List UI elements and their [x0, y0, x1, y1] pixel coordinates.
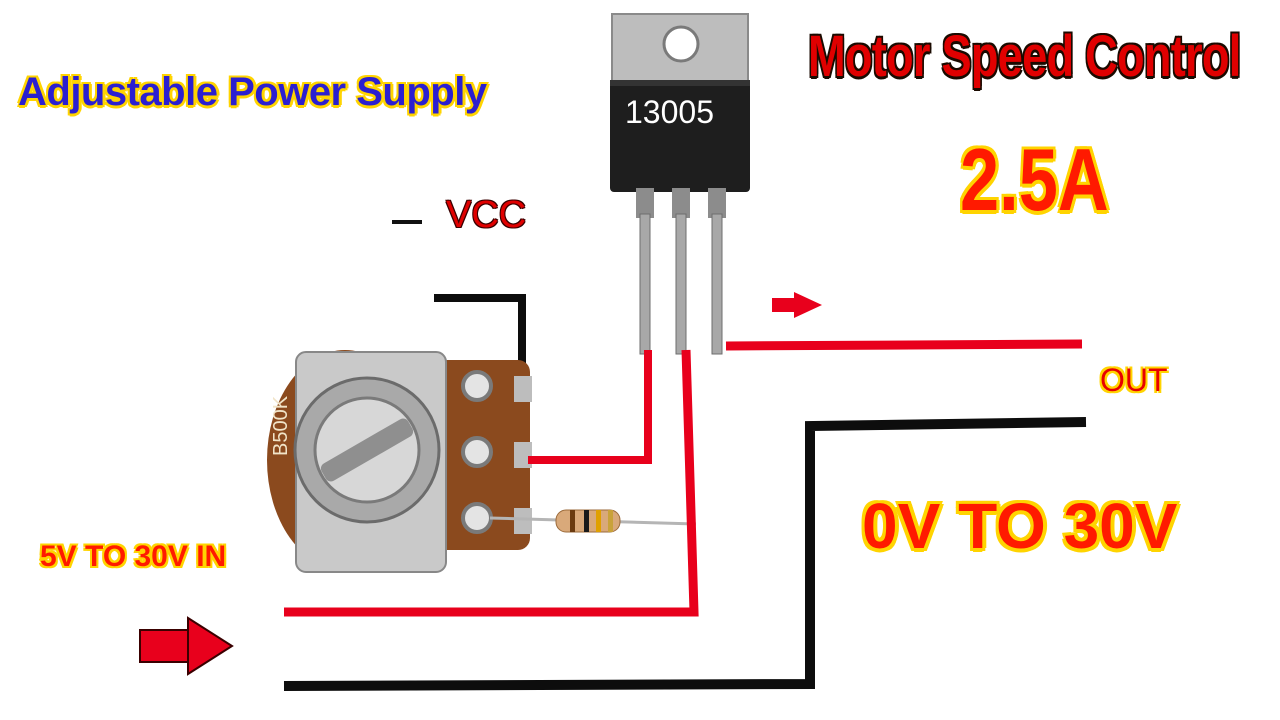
current-rating-label: 2.5A [960, 130, 1109, 229]
input-arrow-icon [139, 616, 234, 676]
title-motor-speed-control: Motor Speed Control [808, 24, 1241, 89]
black-wire-ground [283, 417, 1087, 691]
title-adjustable-power-supply: Adjustable Power Supply [18, 70, 487, 114]
pot-terminal-3 [461, 502, 493, 534]
resistor [489, 509, 697, 533]
transistor-part-number: 13005 [625, 94, 714, 130]
black-wire-vcc [434, 294, 526, 382]
transistor-pin-1 [636, 188, 654, 218]
transistor-13005 [610, 13, 750, 355]
transistor-pin-3 [708, 188, 726, 218]
transistor-mount-hole [662, 25, 700, 63]
transistor-pin-2 [672, 188, 690, 218]
pot-terminal-2 [461, 436, 493, 468]
output-arrow-icon [772, 292, 822, 318]
red-wire-collector-to-input [284, 349, 699, 617]
vcc-label: VCC [446, 194, 527, 236]
out-label: OUT [1100, 362, 1168, 398]
potentiometer [267, 350, 532, 573]
pot-terminal-1 [461, 370, 493, 402]
output-range-label: 0V TO 30V [862, 490, 1178, 562]
vcc-minus-dash [392, 220, 422, 224]
potentiometer-marking: B500K [270, 395, 292, 456]
red-wire-pot-to-base [528, 350, 652, 464]
transistor-body [610, 80, 750, 192]
red-wire-output [725, 339, 1083, 351]
input-range-label: 5V TO 30V IN [40, 540, 227, 573]
